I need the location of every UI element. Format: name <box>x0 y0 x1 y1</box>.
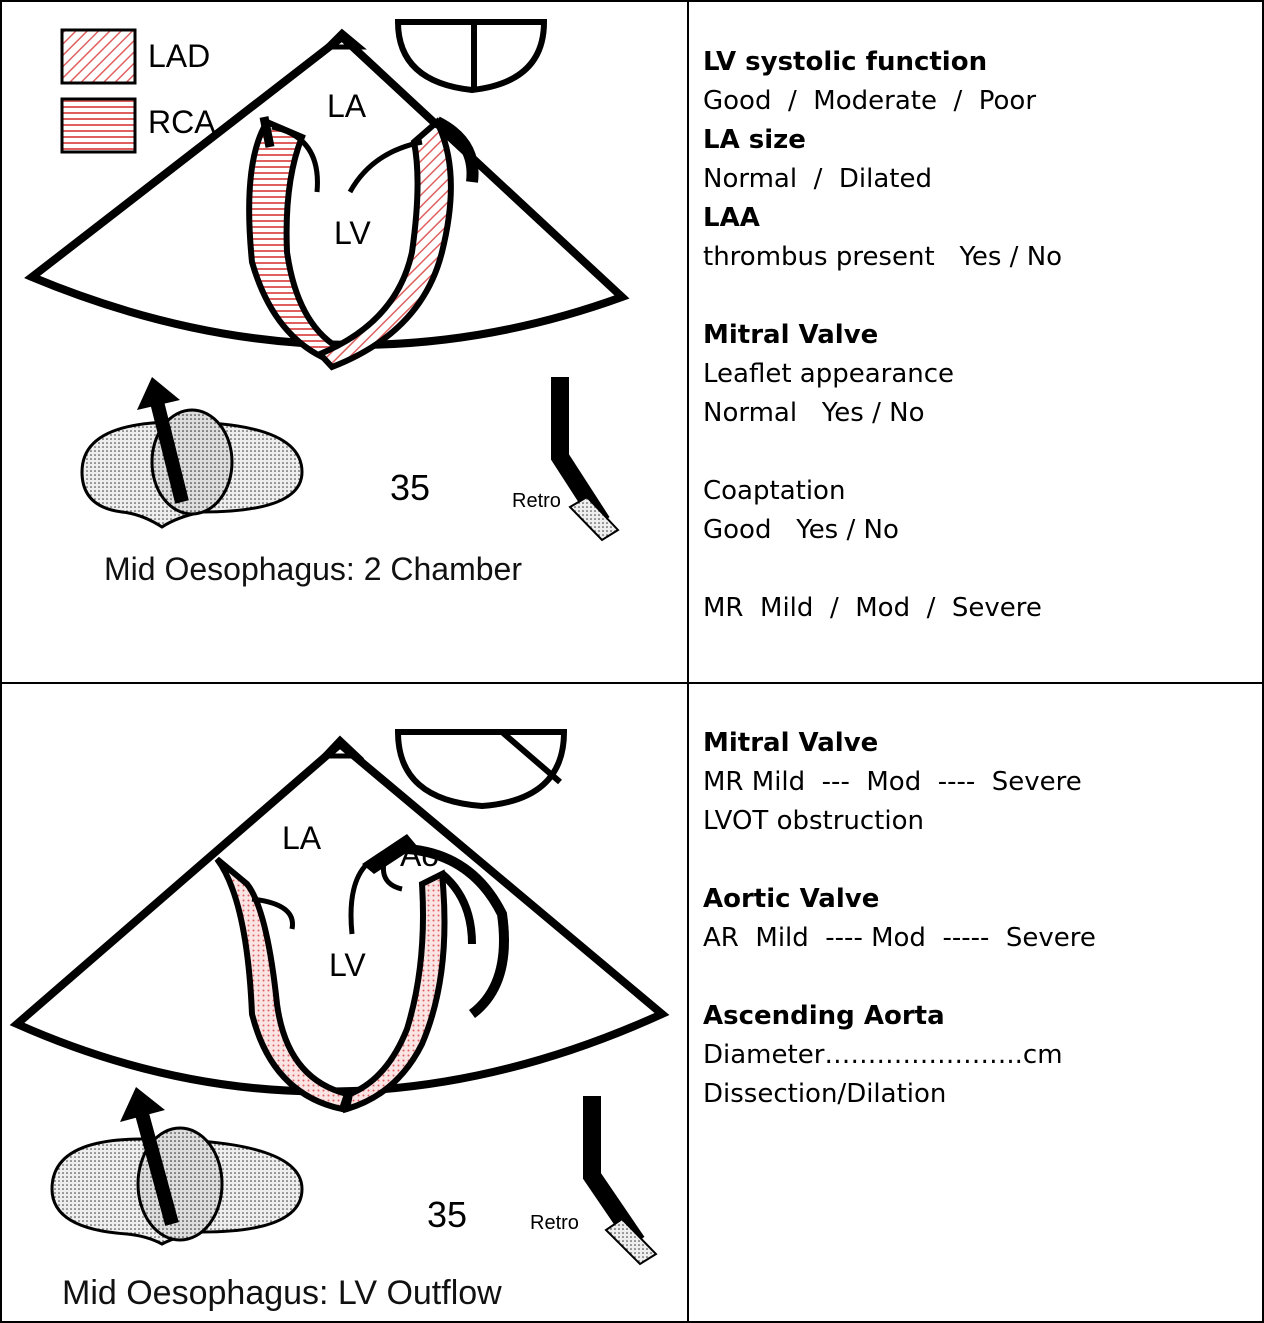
leaflet-normal: Normal Yes / No <box>703 394 1258 433</box>
heading-la-size: LA size <box>703 121 1258 160</box>
coaptation-label: Coaptation <box>703 472 1258 511</box>
heading-mitral-valve: Mitral Valve <box>703 724 1258 763</box>
lv-inferior-wall <box>249 122 337 357</box>
label-lv: LV <box>334 215 371 251</box>
probe-label: Retro <box>512 490 561 512</box>
heading-ascending-aorta: Ascending Aorta <box>703 997 1258 1036</box>
mitral-leaflet <box>351 864 367 934</box>
mr-grade: MR Mild / Mod / Severe <box>703 589 1258 628</box>
label-ao: Ao <box>400 837 439 873</box>
aorta-diameter: Diameter…………………..cm <box>703 1036 1258 1075</box>
angle-value: 35 <box>427 1194 467 1235</box>
legend-lad-swatch <box>62 30 135 83</box>
label-la: LA <box>282 820 322 856</box>
mitral-leaflet-right <box>350 142 422 192</box>
legend-rca-label: RCA <box>148 104 216 140</box>
ar-grade: AR Mild ---- Mod ----- Severe <box>703 919 1258 958</box>
heading-aortic-valve: Aortic Valve <box>703 880 1258 919</box>
label-la: LA <box>327 88 367 124</box>
orientation-icon <box>398 732 564 806</box>
label-lv: LV <box>329 947 366 983</box>
notes-lv-outflow: Mitral Valve MR Mild --- Mod ---- Severe… <box>703 724 1258 1114</box>
leaflet-appearance: Leaflet appearance <box>703 355 1258 394</box>
laa-thrombus: thrombus present Yes / No <box>703 238 1258 277</box>
probe-icon <box>592 1096 637 1242</box>
angle-value: 35 <box>390 467 430 508</box>
heading-laa: LAA <box>703 199 1258 238</box>
legend-rca-swatch <box>62 99 135 152</box>
figure-caption: Mid Oesophagus: LV Outflow <box>62 1274 502 1312</box>
figure-lv-outflow: LA Ao LV 35 Retro Mid Oesophagus: LV Out… <box>2 684 687 1321</box>
heading-mitral-valve: Mitral Valve <box>703 316 1258 355</box>
notes-2-chamber: LV systolic function Good / Moderate / P… <box>703 43 1258 628</box>
legend-lad-label: LAD <box>148 38 210 74</box>
column-divider <box>687 0 689 1323</box>
aorta-dissection: Dissection/Dilation <box>703 1075 1258 1114</box>
lv-anterior-wall <box>347 874 445 1109</box>
la-options: Normal / Dilated <box>703 160 1258 199</box>
lvot-obstruction: LVOT obstruction <box>703 802 1258 841</box>
mr-grade: MR Mild --- Mod ---- Severe <box>703 763 1258 802</box>
lv-options: Good / Moderate / Poor <box>703 82 1258 121</box>
probe-label: Retro <box>530 1212 579 1234</box>
imaging-sector <box>17 744 662 1092</box>
lv-inferior-wall <box>217 859 347 1109</box>
figure-caption: Mid Oesophagus: 2 Chamber <box>104 551 522 587</box>
figure-2-chamber: LAD RCA LA LV 35 Retro <box>2 2 687 682</box>
coaptation-good: Good Yes / No <box>703 511 1258 550</box>
heading-lv-systolic: LV systolic function <box>703 43 1258 82</box>
